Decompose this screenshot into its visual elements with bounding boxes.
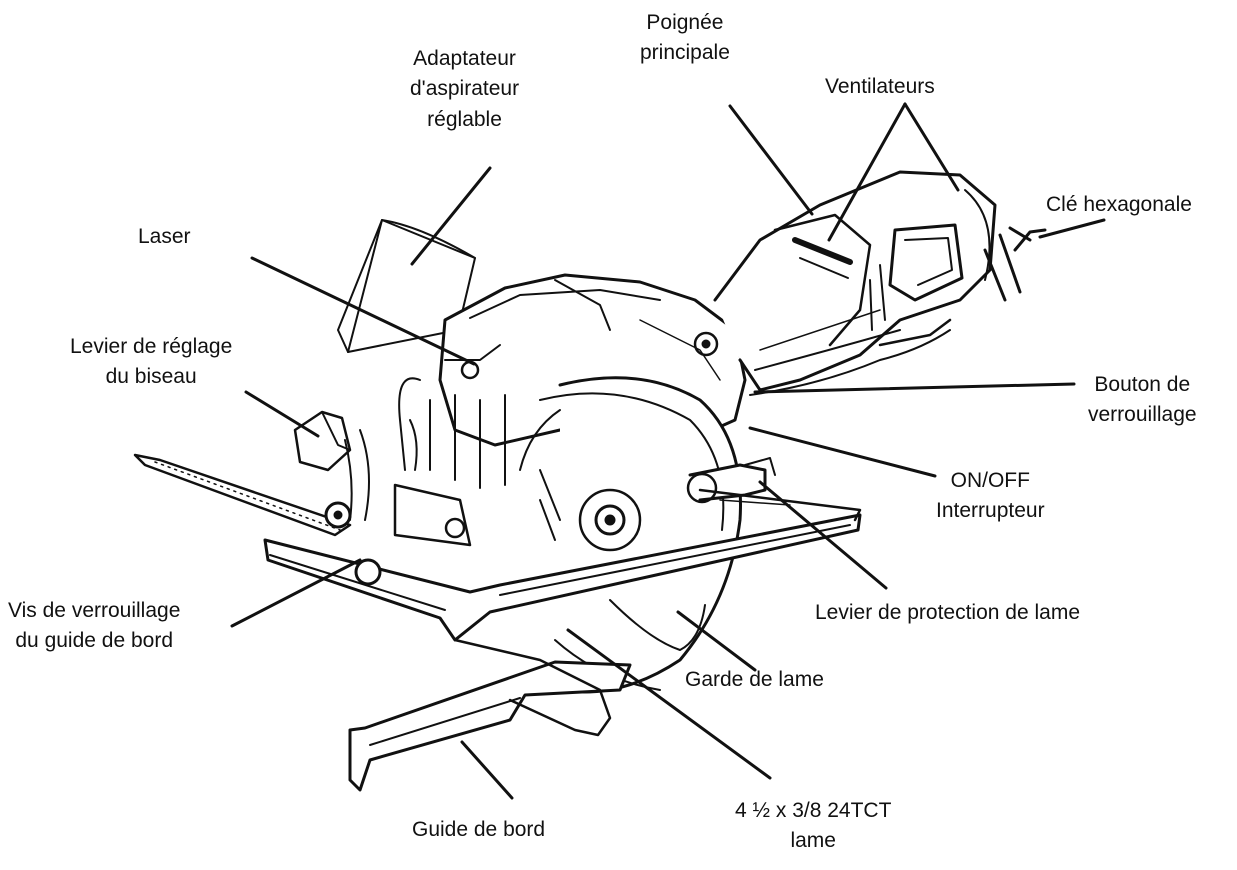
label-line: Poignée: [646, 11, 724, 34]
base-plate-drawing: [263, 483, 862, 642]
leader-garde: [676, 610, 757, 672]
leader-adaptateur: [410, 166, 492, 266]
label-lame: 4 ½ x 3/8 24TCT lame: [735, 796, 891, 857]
callout-lines: [230, 102, 1106, 800]
label-guide-bord: Guide de bord: [412, 815, 545, 845]
handle-drawing: [713, 170, 1047, 396]
label-line: Levier de réglage: [70, 335, 233, 358]
leader-onoff: [748, 426, 937, 478]
label-line: lame: [790, 829, 836, 853]
leader-poignee: [728, 104, 814, 216]
label-line: du guide de bord: [15, 629, 174, 653]
label-line: Clé hexagonale: [1046, 193, 1192, 216]
label-levier-protection: Levier de protection de lame: [815, 598, 1080, 628]
leader-lame: [566, 628, 772, 780]
leader-ventilateur-1: [827, 102, 907, 242]
label-garde-lame: Garde de lame: [685, 665, 824, 695]
label-ventilateurs: Ventilateurs: [825, 72, 935, 102]
label-levier-biseau: Levier de réglage du biseau: [70, 332, 232, 393]
label-line: du biseau: [105, 365, 197, 389]
leader-levier-protection: [758, 480, 888, 590]
bevel-and-guide-drawing: [133, 410, 632, 792]
label-line: Bouton de: [1094, 373, 1191, 396]
label-laser: Laser: [138, 222, 191, 252]
label-poignee-principale: Poignée principale: [640, 8, 730, 69]
label-line: réglable: [427, 107, 502, 131]
label-line: Interrupteur: [936, 499, 1045, 523]
leader-cle: [1038, 218, 1106, 239]
blade-guard-drawing: [519, 376, 776, 694]
label-onoff-interrupteur: ON/OFF Interrupteur: [936, 466, 1045, 527]
label-line: Ventilateurs: [825, 75, 935, 98]
leader-guide: [460, 740, 514, 800]
leader-bouton: [753, 382, 1076, 394]
label-adaptateur-aspirateur: Adaptateur d'aspirateur réglable: [410, 44, 519, 135]
leader-ventilateur-2: [903, 102, 960, 192]
label-line: Laser: [138, 225, 191, 248]
label-cle-hexagonale: Clé hexagonale: [1046, 190, 1192, 220]
label-line: Guide de bord: [412, 818, 546, 841]
label-line: ON/OFF: [950, 469, 1030, 492]
label-line: d'aspirateur: [410, 77, 520, 101]
label-line: verrouillage: [1088, 403, 1197, 427]
leader-levier-biseau: [244, 390, 320, 438]
label-bouton-verrouillage: Bouton de verrouillage: [1088, 370, 1197, 431]
leader-vis: [230, 558, 362, 628]
label-line: principale: [640, 41, 730, 65]
label-line: 4 ½ x 3/8 24TCT: [735, 799, 892, 822]
label-vis-verrouillage: Vis de verrouillage du guide de bord: [8, 596, 180, 657]
label-line: Adaptateur: [413, 47, 516, 70]
label-line: Garde de lame: [685, 668, 824, 691]
label-line: Levier de protection de lame: [815, 601, 1080, 624]
label-line: Vis de verrouillage: [8, 599, 181, 622]
leader-laser: [250, 256, 476, 366]
